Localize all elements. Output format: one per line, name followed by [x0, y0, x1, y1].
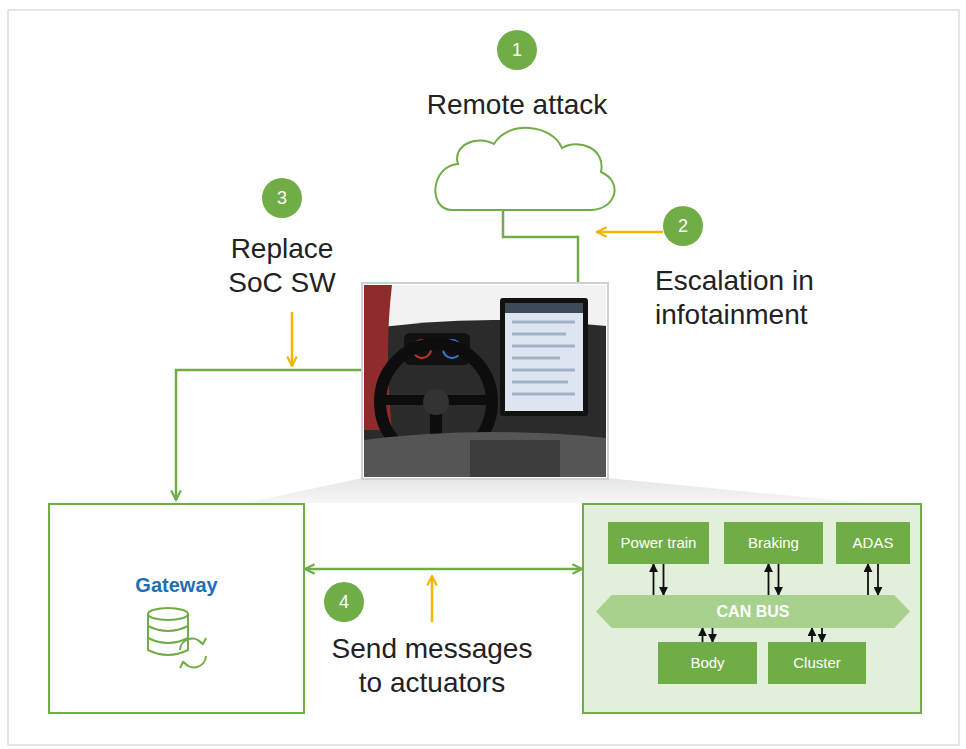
node-label: Gateway	[135, 573, 217, 597]
cloud	[435, 128, 614, 210]
can-signal-arrow	[702, 628, 704, 642]
band-fill	[596, 595, 910, 628]
pointer-arrow	[431, 576, 434, 622]
zoom-fan	[245, 478, 865, 503]
bus-label: CAN BUS	[717, 602, 790, 621]
callout-number: 4	[339, 592, 349, 613]
callout-circle: 1	[497, 30, 537, 70]
step-label: Escalation in infotainment	[655, 264, 870, 331]
frame	[8, 10, 959, 745]
node-label: Power train	[621, 534, 697, 552]
callout-circle: 2	[663, 206, 703, 246]
callout-circle: 3	[262, 178, 302, 218]
can-signal-arrow	[877, 564, 879, 595]
gateway-box: Gateway	[48, 503, 305, 714]
can-signal-arrow	[821, 628, 823, 642]
callout-circle: 4	[324, 582, 364, 622]
panel-fill	[582, 503, 922, 714]
callout-number: 3	[277, 188, 287, 209]
ecu-box: ADAS	[836, 522, 910, 564]
step-label: Replace SoC SW	[217, 232, 347, 299]
can-signal-arrow	[712, 628, 714, 642]
bus-link-arrow	[305, 568, 582, 571]
car-interior-photo	[364, 285, 606, 477]
can-signal-arrow	[867, 564, 869, 595]
ecu-box: Braking	[724, 522, 823, 564]
database-icon	[148, 608, 206, 668]
ecu-panel: Power train Braking ADAS CAN BUS Body Cluster	[582, 503, 922, 714]
step-label: Remote attack	[387, 88, 647, 122]
ecu-box: Cluster	[768, 642, 866, 684]
pointer-arrow	[597, 231, 663, 234]
can-signal-arrow	[663, 564, 665, 595]
ecu-box: Power train	[608, 522, 709, 564]
callout-number: 1	[512, 40, 522, 61]
can-signal-arrow	[768, 564, 770, 595]
can-signal-arrow	[653, 564, 655, 595]
ecu-box: Body	[658, 642, 757, 684]
node-label: ADAS	[853, 534, 894, 552]
gateway-fill	[48, 503, 305, 714]
node-label: Body	[690, 654, 724, 672]
node-label: Cluster	[793, 654, 841, 672]
soc-wire	[176, 370, 365, 500]
can-signal-arrow	[811, 628, 813, 642]
pointer-arrow	[291, 312, 294, 366]
step-label: Send messages to actuators	[327, 632, 537, 699]
can-signal-arrow	[778, 564, 780, 595]
callout-number: 2	[678, 216, 688, 237]
node-label: Braking	[748, 534, 799, 552]
photo-frame	[362, 283, 608, 479]
can-bus-band: CAN BUS	[596, 595, 910, 628]
